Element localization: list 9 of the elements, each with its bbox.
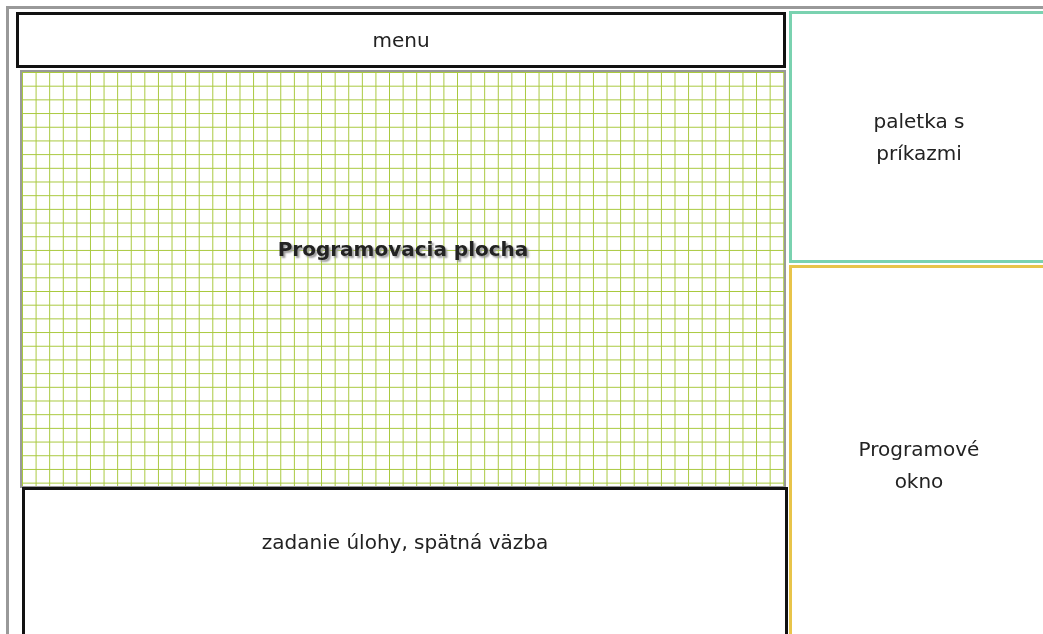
program-panel xyxy=(789,265,1043,634)
palette-panel xyxy=(789,11,1043,263)
menu-bar xyxy=(16,12,786,68)
task-panel xyxy=(22,487,788,634)
grid-canvas xyxy=(20,70,786,488)
panel-label: zadanie úlohy, spätná väzba xyxy=(261,529,549,556)
panel-label: paletka s príkazmi xyxy=(872,108,966,167)
panel-label: menu xyxy=(372,27,430,54)
panel-label: Programové okno xyxy=(857,436,981,495)
